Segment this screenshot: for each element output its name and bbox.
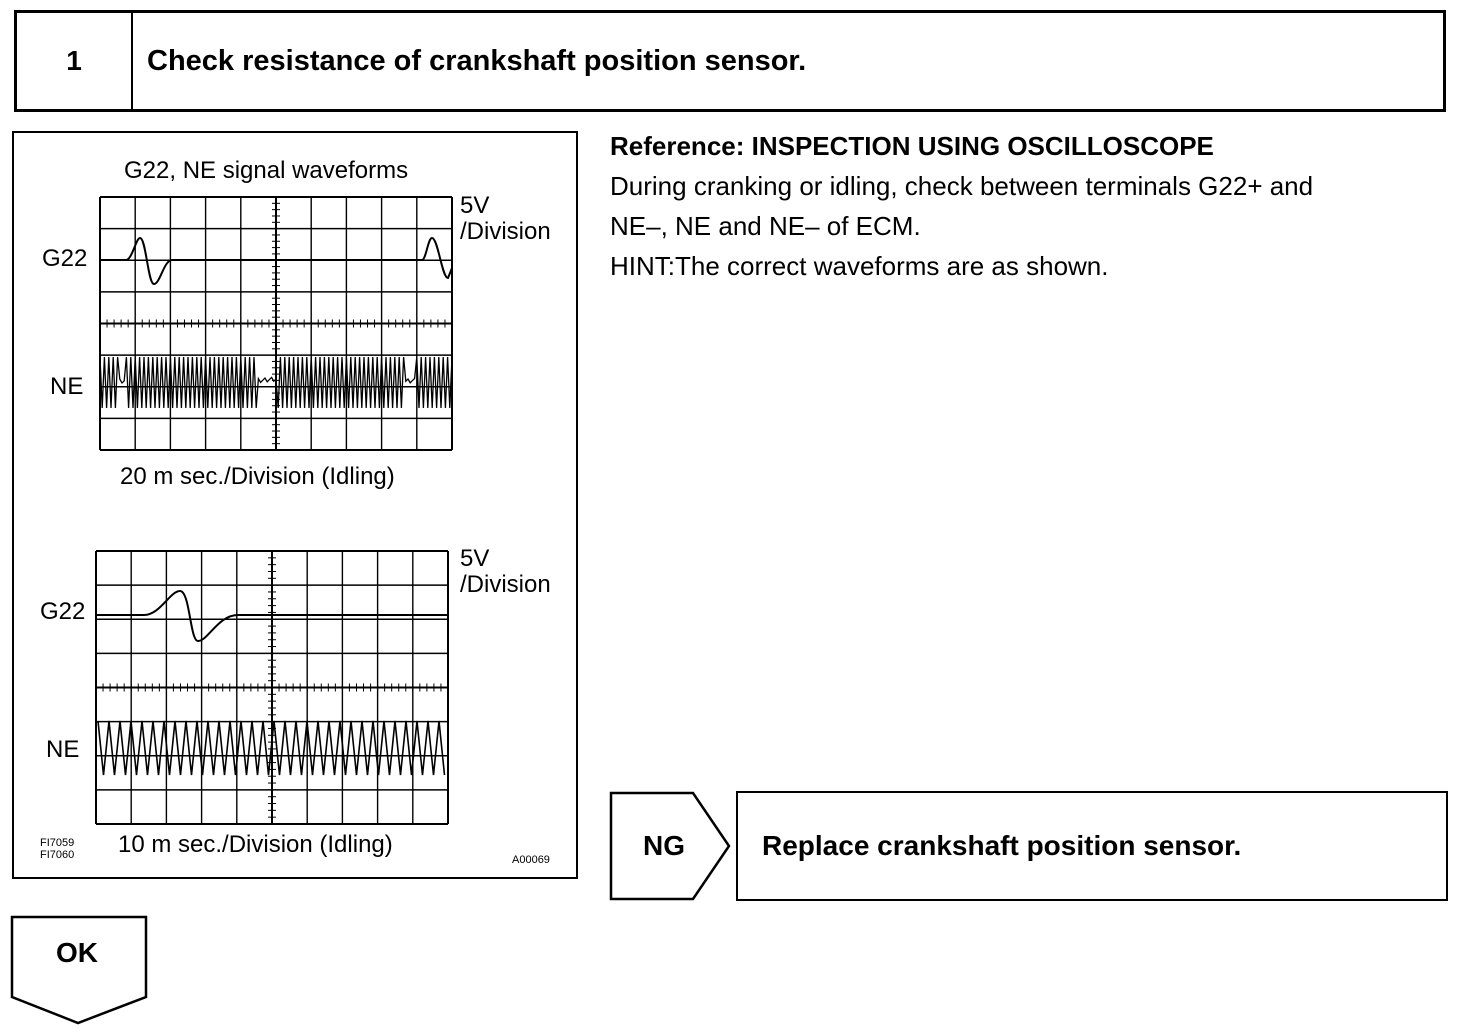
ok-indicator: OK	[10, 915, 150, 1027]
bottom-volt-division: /Division	[460, 571, 551, 598]
reference-line-2: NE–, NE and NE– of ECM.	[610, 211, 921, 241]
reference-section: Reference: INSPECTION USING OSCILLOSCOPE…	[610, 126, 1460, 286]
reference-line-1: During cranking or idling, check between…	[610, 171, 1314, 201]
top-g22-label: G22	[42, 245, 88, 272]
step-header: 1 Check resistance of crankshaft positio…	[14, 10, 1446, 112]
bottom-ne-label: NE	[46, 736, 80, 763]
ng-label: NG	[643, 830, 685, 861]
top-volt-unit: 5V	[460, 192, 490, 219]
ok-arrow-shape	[10, 915, 148, 1025]
waveform-diagram	[95, 196, 453, 825]
figure-code-1: FI7059	[40, 837, 75, 849]
top-scope-grid	[99, 196, 453, 451]
reference-heading: Reference: INSPECTION USING OSCILLOSCOPE	[610, 131, 1214, 161]
bottom-g22-waveform	[96, 589, 448, 643]
top-ne-waveform	[99, 356, 453, 409]
top-g22-waveform	[100, 236, 453, 286]
step-number: 1	[17, 13, 133, 109]
ng-indicator: NG	[609, 791, 733, 901]
bottom-volt-unit: 5V	[460, 545, 490, 572]
ok-label: OK	[56, 937, 98, 968]
bottom-scope-grid	[95, 550, 449, 825]
step-title: Check resistance of crankshaft position …	[147, 44, 807, 77]
bottom-g22-label: G22	[40, 598, 86, 625]
figure-code-2: FI7060	[40, 849, 75, 861]
bottom-scope-caption: 10 m sec./Division (Idling)	[118, 831, 393, 858]
ng-arrow-shape	[609, 791, 731, 901]
figure-id: A00069	[512, 854, 550, 866]
figure-title: G22, NE signal waveforms	[124, 157, 409, 184]
top-scope-caption: 20 m sec./Division (Idling)	[120, 463, 395, 490]
top-ne-label: NE	[50, 373, 84, 400]
top-volt-division: /Division	[460, 218, 551, 245]
bottom-ne-waveform	[97, 720, 446, 776]
oscilloscope-figure: G22, NE signal waveforms G22 NE 5V /Divi…	[12, 131, 578, 879]
ng-action-box: Replace crankshaft position sensor.	[736, 791, 1448, 901]
reference-line-3: HINT:The correct waveforms are as shown.	[610, 251, 1109, 281]
